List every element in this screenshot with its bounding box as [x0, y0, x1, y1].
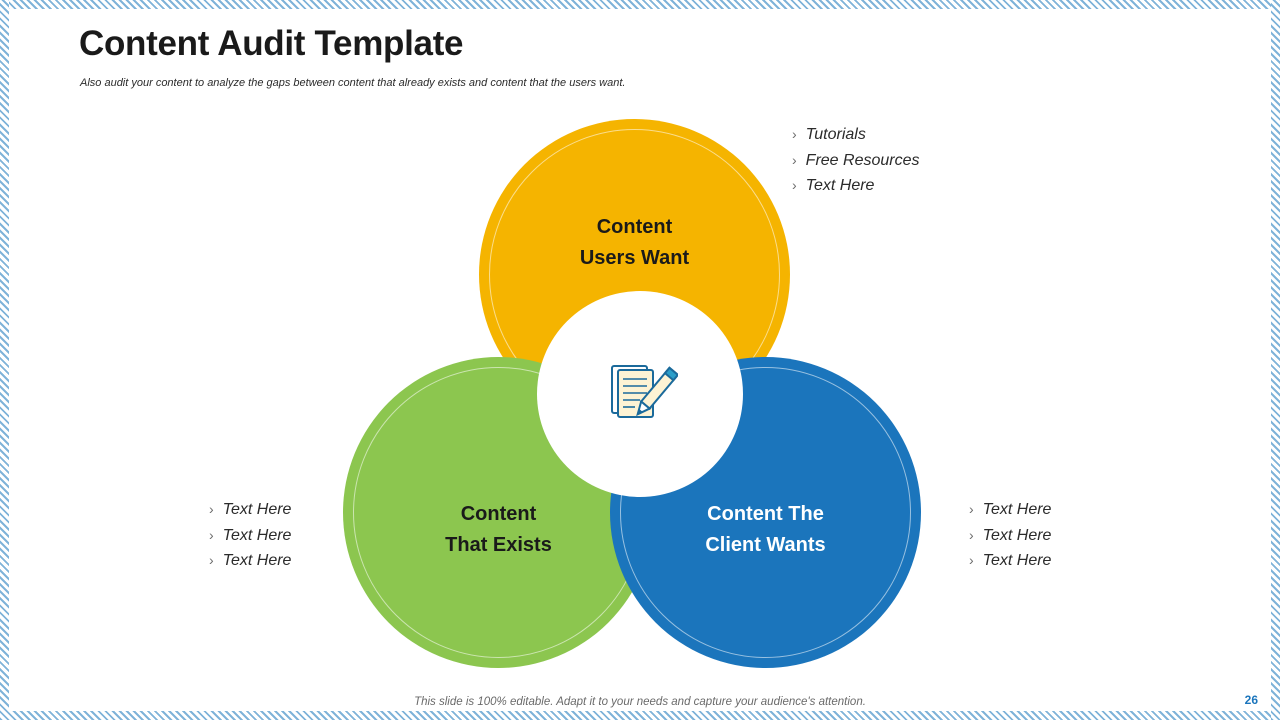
bullet-list-content-that-exists: › Text Here › Text Here › Text Here	[209, 497, 291, 574]
page-title: Content Audit Template	[79, 24, 464, 63]
slide-footnote: This slide is 100% editable. Adapt it to…	[414, 696, 866, 708]
chevron-right-icon: ›	[969, 552, 974, 568]
list-item[interactable]: › Text Here	[209, 497, 291, 523]
list-item[interactable]: › Text Here	[792, 173, 920, 199]
slide-border-top	[0, 0, 1280, 9]
venn-circle-top-label: Content Users Want	[479, 212, 790, 274]
list-item-label: Free Resources	[805, 151, 920, 169]
page-subtitle: Also audit your content to analyze the g…	[80, 77, 626, 89]
chevron-right-icon: ›	[969, 501, 974, 517]
chevron-right-icon: ›	[792, 177, 797, 193]
venn-circle-left-label-line2: That Exists	[445, 534, 552, 556]
list-item-label: Text Here	[222, 501, 292, 518]
venn-circle-top-label-line1: Content	[596, 216, 673, 238]
chevron-right-icon: ›	[969, 526, 974, 543]
list-item-label: Text Here	[805, 177, 875, 194]
venn-center-hub	[537, 291, 743, 497]
list-item[interactable]: › Free Resources	[792, 148, 920, 174]
chevron-right-icon: ›	[792, 151, 797, 168]
venn-circle-left-label-line1: Content	[460, 503, 537, 525]
slide-border-bottom	[0, 711, 1280, 720]
slide-border-right	[1271, 0, 1280, 720]
list-item[interactable]: › Tutorials	[792, 122, 920, 148]
slide-border-left	[0, 0, 9, 720]
notepad-pencil-icon	[611, 365, 678, 418]
venn-circle-right-label-line2: Client Wants	[705, 534, 826, 556]
venn-circle-right-label: Content The Client Wants	[610, 499, 921, 561]
venn-circle-top-label-line2: Users Want	[579, 247, 690, 269]
list-item-label: Text Here	[982, 501, 1052, 518]
list-item-label: Text Here	[982, 552, 1052, 569]
page-number: 26	[1244, 693, 1258, 707]
bullet-list-content-the-client-wants: › Text Here › Text Here › Text Here	[969, 497, 1051, 574]
list-item-label: Tutorials	[805, 126, 866, 143]
venn-circle-right-label-line1: Content The	[707, 503, 824, 525]
chevron-right-icon: ›	[209, 501, 214, 517]
list-item-label: Text Here	[982, 526, 1052, 544]
chevron-right-icon: ›	[209, 526, 214, 543]
list-item[interactable]: › Text Here	[209, 548, 291, 574]
list-item[interactable]: › Text Here	[209, 523, 291, 549]
chevron-right-icon: ›	[792, 126, 797, 142]
list-item[interactable]: › Text Here	[969, 497, 1051, 523]
list-item-label: Text Here	[222, 526, 292, 544]
list-item[interactable]: › Text Here	[969, 523, 1051, 549]
venn-circle-left-label: Content That Exists	[343, 499, 654, 561]
list-item-label: Text Here	[222, 552, 292, 569]
chevron-right-icon: ›	[209, 552, 214, 568]
bullet-list-content-users-want: › Tutorials › Free Resources › Text Here	[792, 122, 920, 199]
list-item[interactable]: › Text Here	[969, 548, 1051, 574]
